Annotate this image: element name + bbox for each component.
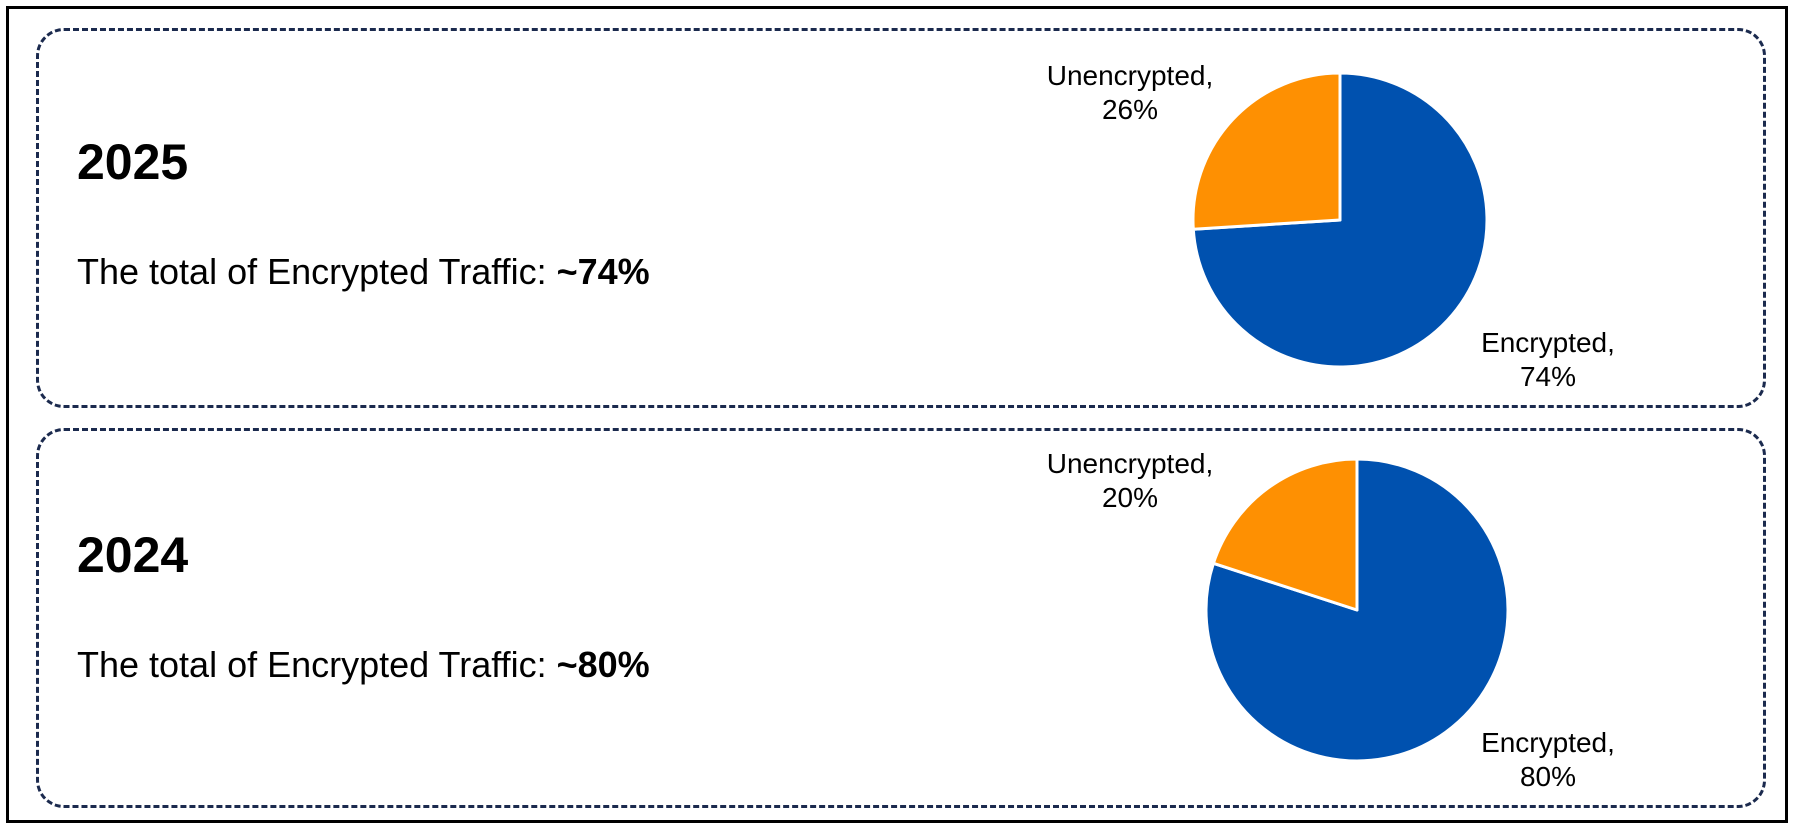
summary-label: The total of Encrypted Traffic: <box>77 251 557 292</box>
summary-label: The total of Encrypted Traffic: <box>77 644 557 685</box>
panel-2024: 2024 The total of Encrypted Traffic: ~80… <box>36 428 1766 808</box>
encrypted-traffic-summary: The total of Encrypted Traffic: ~74% <box>77 254 650 290</box>
panel-2025: 2025 The total of Encrypted Traffic: ~74… <box>36 28 1766 408</box>
summary-value: ~80% <box>556 644 650 685</box>
summary-value: ~74% <box>556 251 650 292</box>
year-heading: 2025 <box>77 134 189 190</box>
encrypted-traffic-summary: The total of Encrypted Traffic: ~80% <box>77 647 650 683</box>
year-heading: 2024 <box>77 527 189 583</box>
outer-frame <box>6 6 1788 823</box>
